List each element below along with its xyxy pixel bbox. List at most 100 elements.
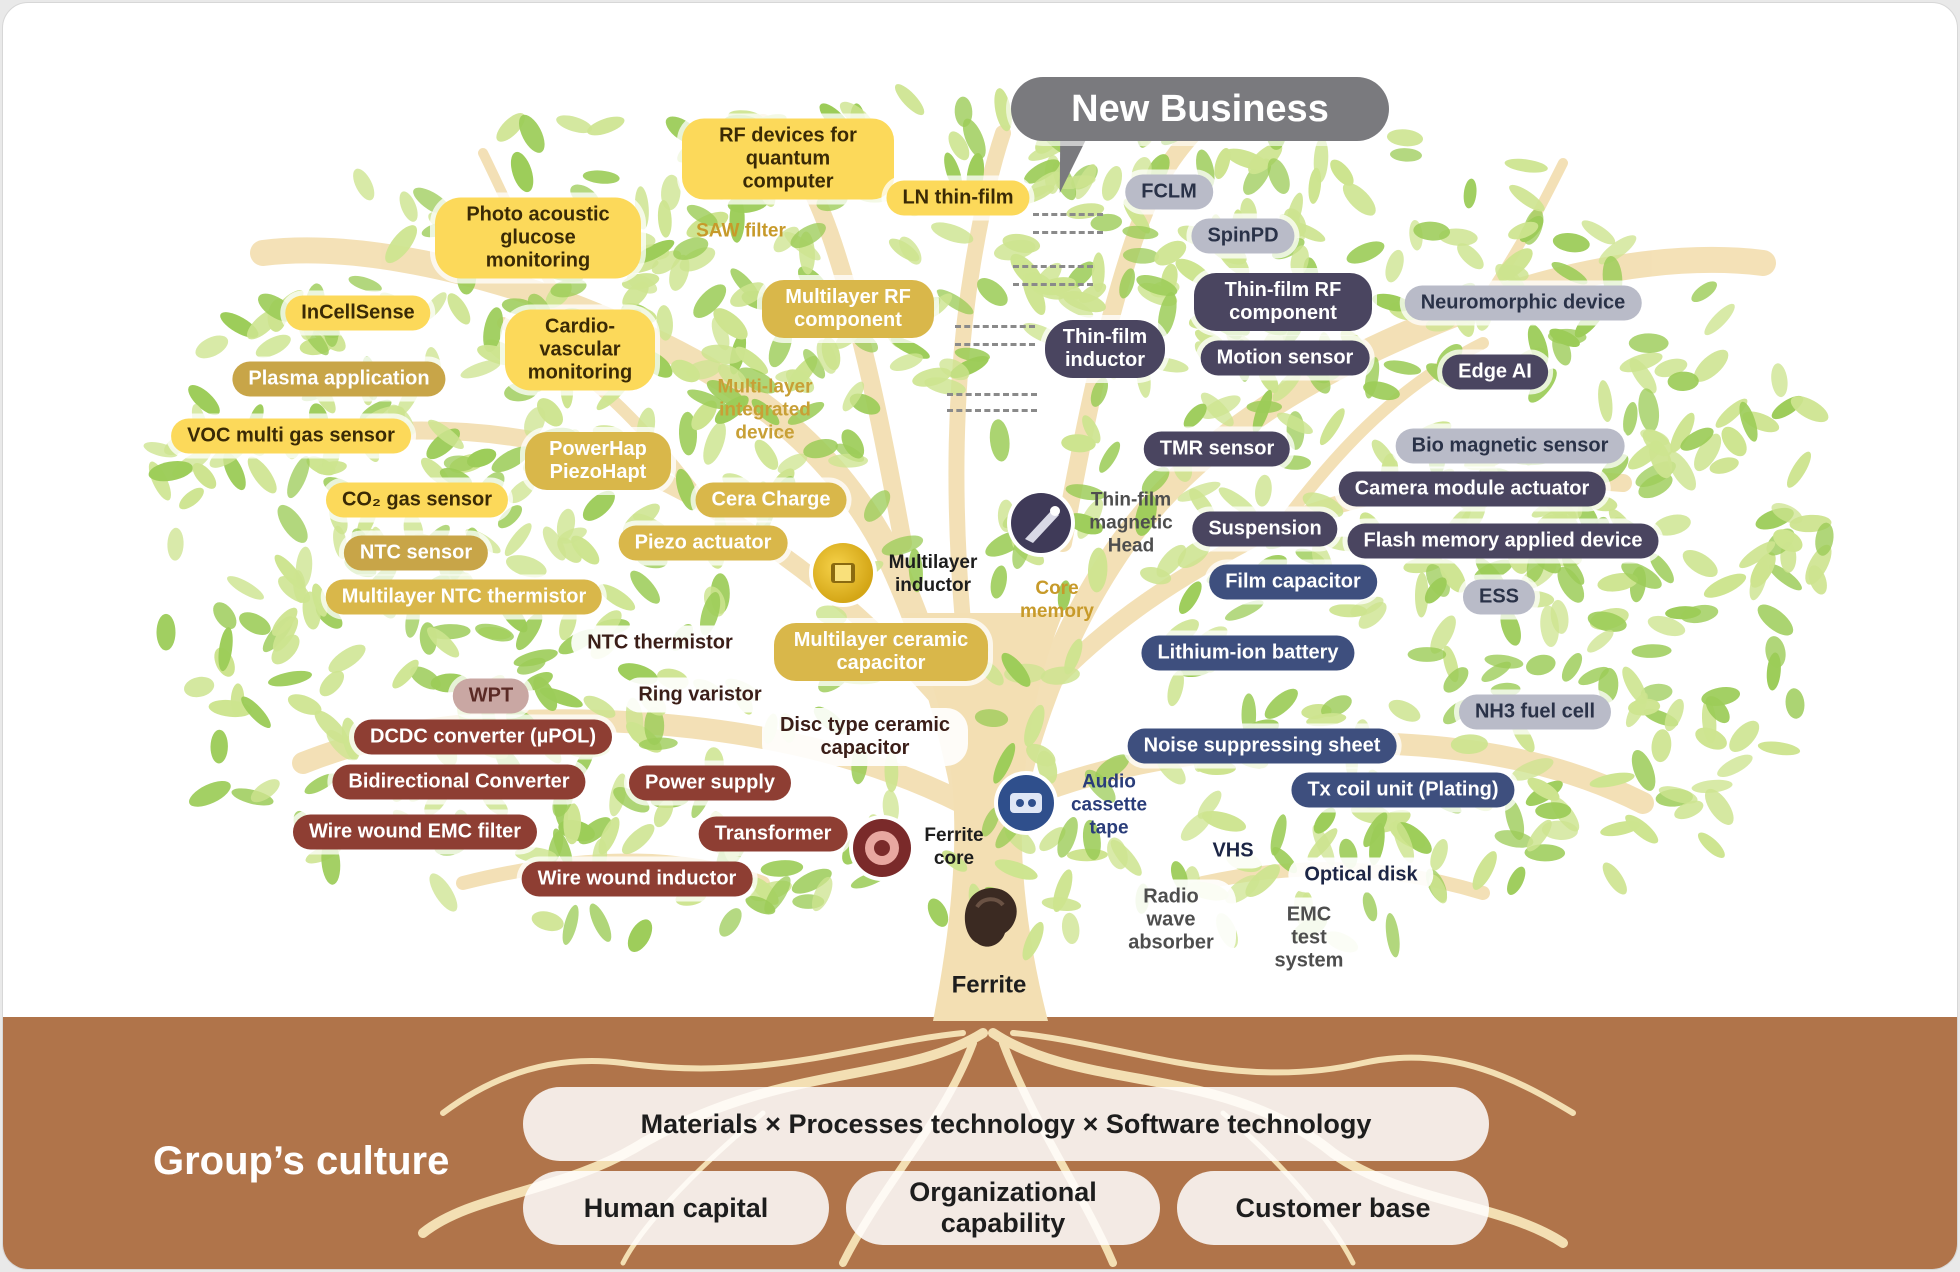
leaf (1587, 630, 1614, 653)
leaf (1739, 401, 1758, 442)
label-piezo-actuator: Piezo actuator (618, 525, 788, 561)
leaf (1703, 573, 1747, 598)
leaf (1619, 352, 1663, 373)
label-disc-capacitor: Disc type ceramic capacitor (762, 708, 968, 766)
leaf (977, 278, 1008, 306)
leaf (730, 282, 766, 307)
leaf (1562, 555, 1585, 585)
leaf (1313, 137, 1329, 183)
leaf (1407, 647, 1447, 662)
leaf (1245, 864, 1280, 898)
leaf (630, 570, 660, 604)
leaf (1177, 481, 1221, 502)
leaf (559, 607, 577, 641)
leaf (717, 363, 748, 390)
leaf (939, 358, 970, 381)
leaf (563, 802, 582, 845)
leaf (1640, 683, 1673, 702)
leaf (1178, 581, 1202, 614)
leaf (210, 729, 228, 764)
leaf (1621, 561, 1662, 589)
leaf (651, 250, 682, 275)
leaf (1058, 296, 1094, 318)
leaf (328, 644, 366, 673)
leaf (1388, 699, 1421, 722)
leaf (562, 904, 579, 945)
leaf (1286, 192, 1303, 234)
leaf (994, 88, 1012, 132)
leaf (1362, 892, 1378, 922)
leaf (348, 275, 382, 292)
leaf (295, 546, 313, 589)
leaf (1674, 800, 1704, 820)
leaf (1364, 357, 1380, 399)
leaf (1638, 388, 1660, 433)
pillar-human-capital: Human capital (523, 1171, 829, 1245)
label-multi-layer-integrated: Multi-layer integrated device (717, 376, 813, 444)
leaf (1552, 233, 1590, 253)
leaf (1414, 572, 1429, 618)
leaf (691, 400, 717, 431)
leaf (392, 659, 419, 689)
leaf (460, 359, 502, 379)
leaf (1647, 615, 1686, 637)
leaf (304, 773, 337, 795)
leaf (277, 504, 308, 543)
leaf (653, 798, 674, 828)
leaf (1302, 492, 1344, 518)
label-thin-film-inductor: Thin-film inductor (1045, 320, 1165, 378)
leaf (510, 151, 534, 193)
leaf (385, 225, 418, 264)
leaf (1264, 688, 1298, 719)
label-ntc-thermistor: NTC thermistor (571, 625, 749, 661)
leaf (700, 592, 721, 636)
label-audio-tape: Audio cassette tape (1070, 771, 1148, 839)
leaf (1680, 427, 1714, 451)
label-flash-memory: Flash memory applied device (1347, 523, 1659, 559)
leaf (443, 455, 475, 472)
leaf (1526, 819, 1552, 852)
leaf (250, 779, 280, 803)
leaf (931, 222, 974, 244)
leaf (1642, 429, 1673, 457)
leaf (687, 389, 727, 410)
leaf (1057, 580, 1071, 611)
leaf (319, 670, 345, 697)
leaf (1490, 682, 1521, 697)
leaf (1372, 293, 1412, 312)
leaf (1786, 451, 1812, 488)
leaf (271, 607, 298, 636)
leaf (483, 307, 504, 353)
leaf (287, 456, 310, 499)
label-photo-acoustic: Photo acoustic glucose monitoring (435, 197, 641, 279)
leaf (994, 859, 1038, 880)
leaf (1119, 268, 1135, 299)
leaf (267, 670, 313, 687)
leaf (1625, 814, 1659, 844)
leaf (179, 487, 204, 510)
label-suspension: Suspension (1192, 511, 1338, 547)
leaf (515, 612, 543, 651)
placeholder-line (955, 325, 1035, 328)
leaf (255, 334, 291, 358)
leaf (1463, 178, 1477, 209)
leaf (1628, 333, 1669, 354)
leaf (508, 479, 535, 504)
leaf (208, 699, 252, 718)
label-power-supply: Power supply (628, 765, 792, 801)
leaf (760, 860, 804, 877)
leaf (598, 584, 636, 611)
leaf (247, 456, 277, 494)
leaf (1090, 377, 1108, 407)
leaf (1638, 473, 1673, 499)
leaf (1509, 184, 1545, 212)
leaf (353, 168, 375, 201)
leaf (1557, 566, 1585, 603)
leaf (1024, 272, 1053, 294)
leaf (227, 576, 264, 600)
leaf (582, 170, 620, 184)
leaf (1350, 596, 1384, 617)
leaf (1547, 328, 1587, 345)
leaf (842, 381, 865, 412)
leaf (1815, 522, 1834, 556)
